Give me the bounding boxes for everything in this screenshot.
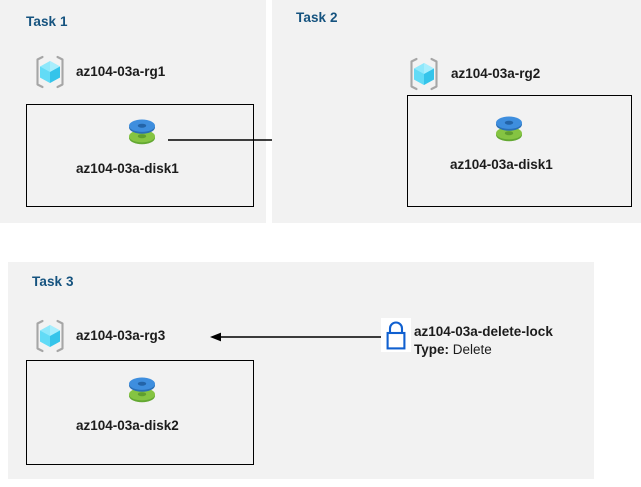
lock-type-key: Type: [414, 342, 450, 357]
resource-group-icon [36, 319, 64, 353]
lock-icon [381, 318, 411, 352]
resource-group-label-rg1: az104-03a-rg1 [76, 64, 166, 79]
lock-name-label: az104-03a-delete-lock [414, 324, 553, 339]
resource-group-icon [410, 57, 438, 91]
resource-group-label-rg3: az104-03a-rg3 [76, 328, 166, 343]
resource-label-disk1-task2: az104-03a-disk1 [450, 157, 553, 172]
managed-disk-icon [129, 119, 155, 145]
task-title-task1: Task 1 [26, 14, 68, 29]
managed-disk-icon [496, 116, 522, 142]
lock-type-row: Type: Delete [414, 342, 492, 357]
resource-label-disk1-task1: az104-03a-disk1 [76, 161, 179, 176]
task-title-task2: Task 2 [296, 10, 338, 25]
resource-group-icon [36, 55, 64, 89]
resource-group-box-rg2 [407, 95, 632, 207]
resource-group-box-rg3 [26, 360, 254, 465]
resource-group-label-rg2: az104-03a-rg2 [451, 66, 541, 81]
managed-disk-icon [129, 377, 155, 403]
task-title-task3: Task 3 [32, 274, 74, 289]
lock-applies-arrow [210, 332, 383, 342]
lock-type-value: Delete [452, 342, 492, 357]
resource-label-disk2-task3: az104-03a-disk2 [76, 418, 179, 433]
